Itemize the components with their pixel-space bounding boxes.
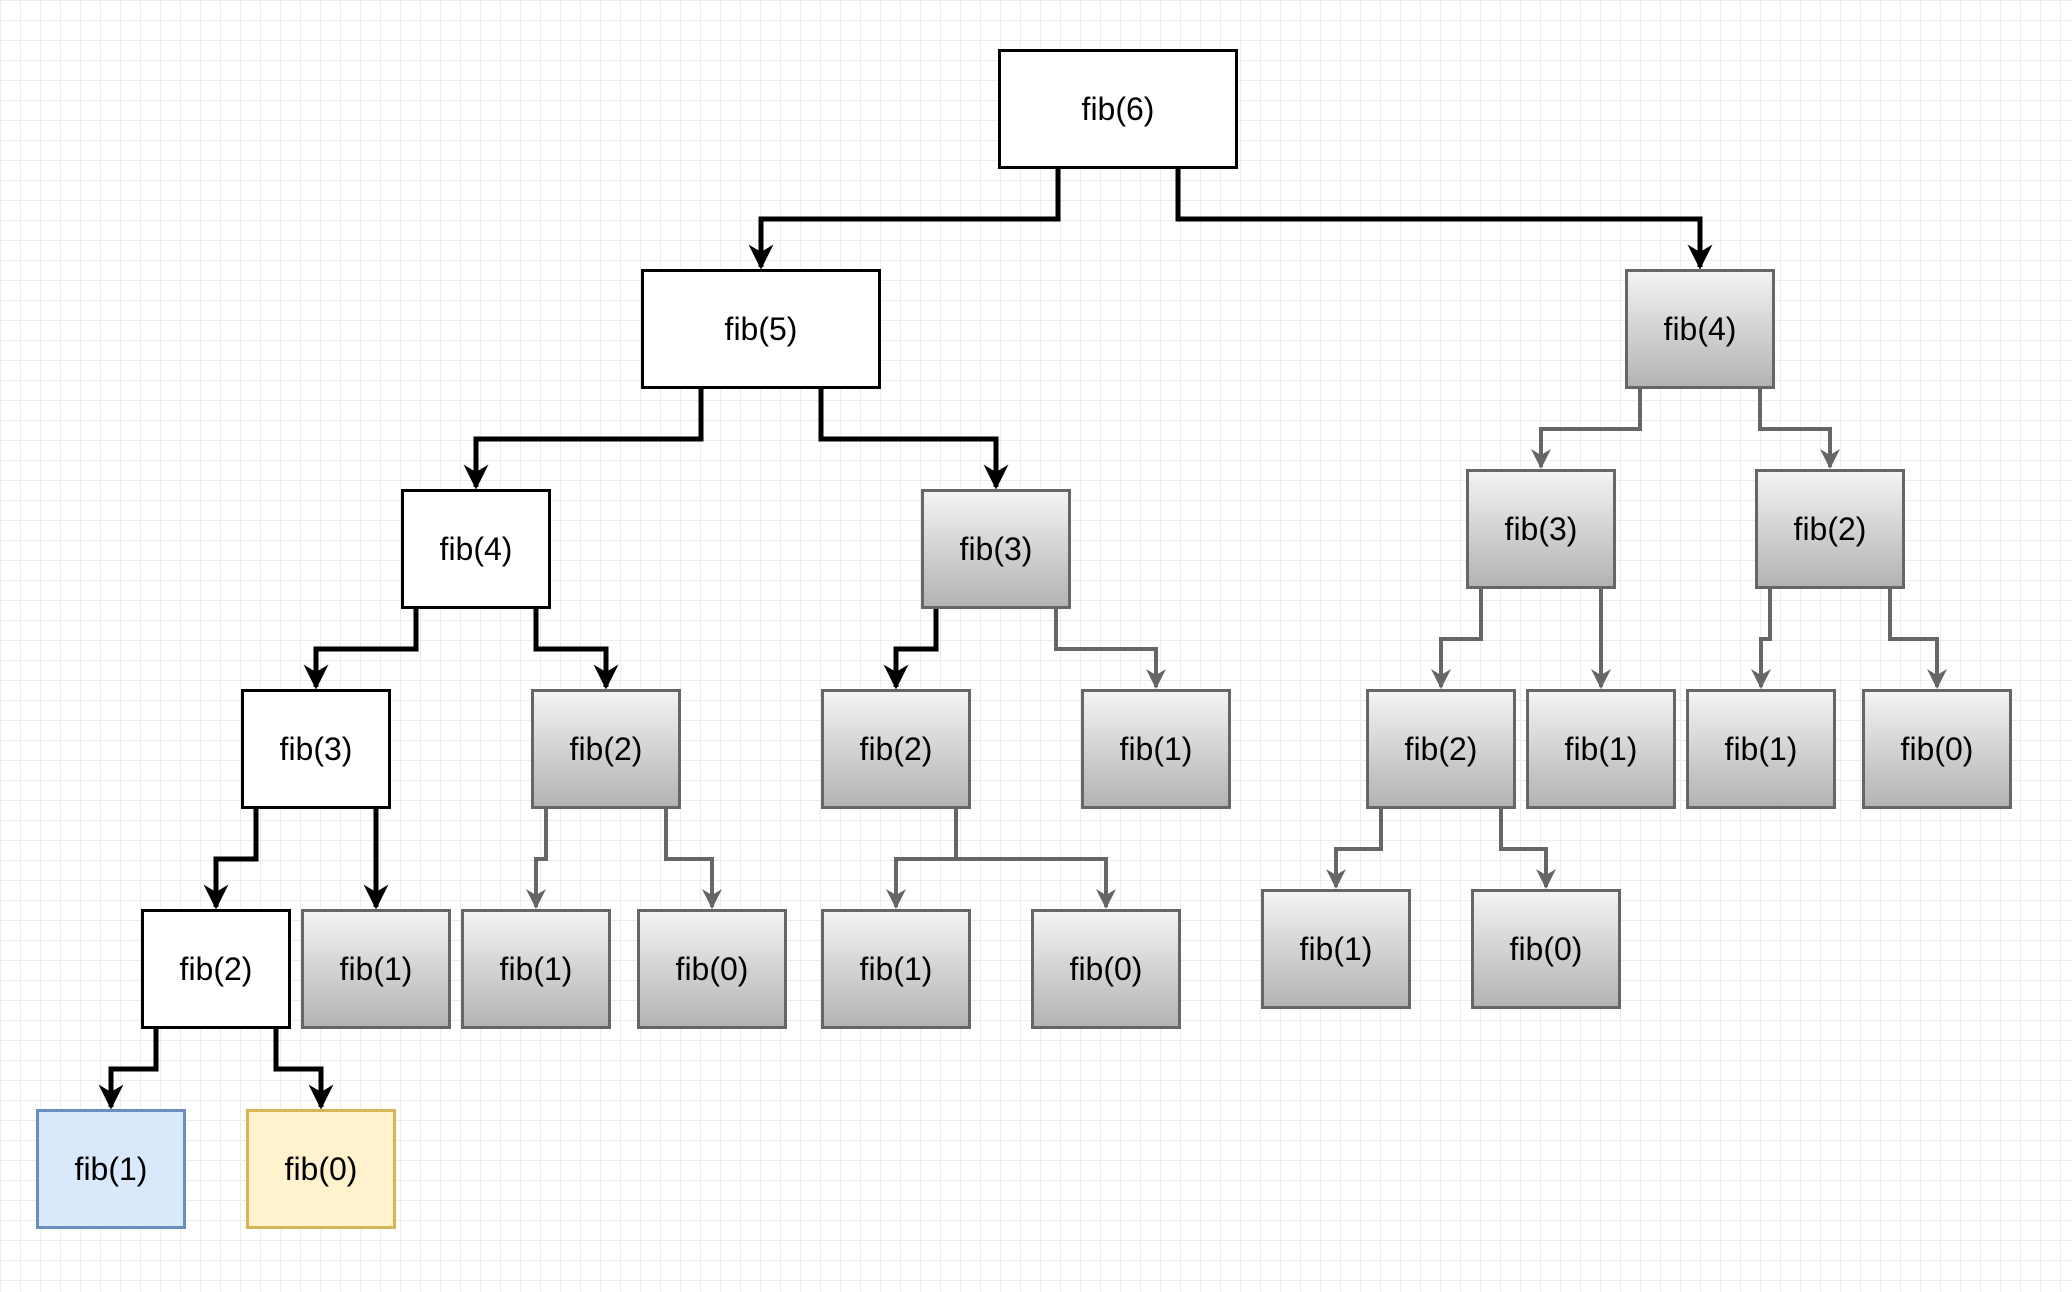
edge-rr2-to-r1b (1751, 589, 1772, 689)
node-b0: fib(0) (246, 1109, 396, 1229)
edge-l4-to-l3 (303, 609, 419, 690)
edge-r4-to-rr2 (1758, 389, 1840, 469)
node-label: fib(4) (439, 530, 513, 567)
node-lg2: fib(2) (531, 689, 681, 809)
node-m1: fib(1) (1081, 689, 1231, 809)
edge-m2-to-m21 (886, 809, 958, 909)
node-m20: fib(0) (1031, 909, 1181, 1029)
edge-n5-to-m3 (818, 389, 1009, 490)
node-l3: fib(3) (241, 689, 391, 809)
edge-l4-to-lg2 (533, 609, 619, 690)
node-label: fib(5) (724, 310, 798, 347)
node-m2: fib(2) (821, 689, 971, 809)
node-label: fib(0) (1069, 950, 1143, 987)
node-n5: fib(5) (641, 269, 881, 389)
node-lg1: fib(1) (461, 909, 611, 1029)
edge-m3-to-m2 (883, 609, 939, 690)
edge-l2-to-b0 (273, 1029, 334, 1110)
node-label: fib(0) (284, 1150, 358, 1187)
edge-n6-to-n5 (748, 169, 1061, 270)
node-label: fib(1) (1299, 930, 1373, 967)
node-label: fib(0) (1900, 730, 1974, 767)
node-r2a: fib(2) (1366, 689, 1516, 809)
node-label: fib(0) (675, 950, 749, 987)
node-r4: fib(4) (1625, 269, 1775, 389)
node-label: fib(2) (179, 950, 253, 987)
edge-r4-to-rr3 (1531, 389, 1642, 469)
edge-m3-to-m1 (1054, 609, 1166, 689)
node-label: fib(1) (859, 950, 933, 987)
node-l1: fib(1) (301, 909, 451, 1029)
node-r20: fib(0) (1471, 889, 1621, 1009)
edge-rr2-to-r0b (1888, 589, 1947, 689)
node-m21: fib(1) (821, 909, 971, 1029)
node-label: fib(1) (339, 950, 413, 987)
node-label: fib(2) (1404, 730, 1478, 767)
edge-lg2-to-lg0 (664, 809, 722, 909)
node-label: fib(1) (1564, 730, 1638, 767)
node-b1: fib(1) (36, 1109, 186, 1229)
edge-lg2-to-lg1 (526, 809, 548, 909)
edge-m2-to-m20 (954, 809, 1116, 909)
edge-r2a-to-r21 (1326, 809, 1383, 889)
node-l4: fib(4) (401, 489, 551, 609)
node-r0b: fib(0) (1862, 689, 2012, 809)
node-label: fib(3) (959, 530, 1033, 567)
node-l2: fib(2) (141, 909, 291, 1029)
edge-n5-to-l4 (463, 389, 704, 490)
node-rr2: fib(2) (1755, 469, 1905, 589)
edge-r2a-to-r20 (1499, 809, 1556, 889)
edge-l3-to-l2 (203, 809, 259, 910)
node-m3: fib(3) (921, 489, 1071, 609)
node-r1b: fib(1) (1686, 689, 1836, 809)
node-r1a: fib(1) (1526, 689, 1676, 809)
node-label: fib(2) (1793, 510, 1867, 547)
node-label: fib(0) (1509, 930, 1583, 967)
node-label: fib(4) (1663, 310, 1737, 347)
node-label: fib(1) (74, 1150, 148, 1187)
node-label: fib(3) (1504, 510, 1578, 547)
edge-rr3-to-r2a (1431, 589, 1483, 689)
node-label: fib(1) (499, 950, 573, 987)
node-label: fib(1) (1119, 730, 1193, 767)
edge-n6-to-r4 (1175, 169, 1713, 270)
node-lg0: fib(0) (637, 909, 787, 1029)
node-n6: fib(6) (998, 49, 1238, 169)
node-label: fib(2) (859, 730, 933, 767)
edge-l2-to-b1 (98, 1029, 159, 1110)
node-rr3: fib(3) (1466, 469, 1616, 589)
node-label: fib(3) (279, 730, 353, 767)
node-label: fib(2) (569, 730, 643, 767)
node-label: fib(1) (1724, 730, 1798, 767)
node-label: fib(6) (1081, 90, 1155, 127)
node-r21: fib(1) (1261, 889, 1411, 1009)
